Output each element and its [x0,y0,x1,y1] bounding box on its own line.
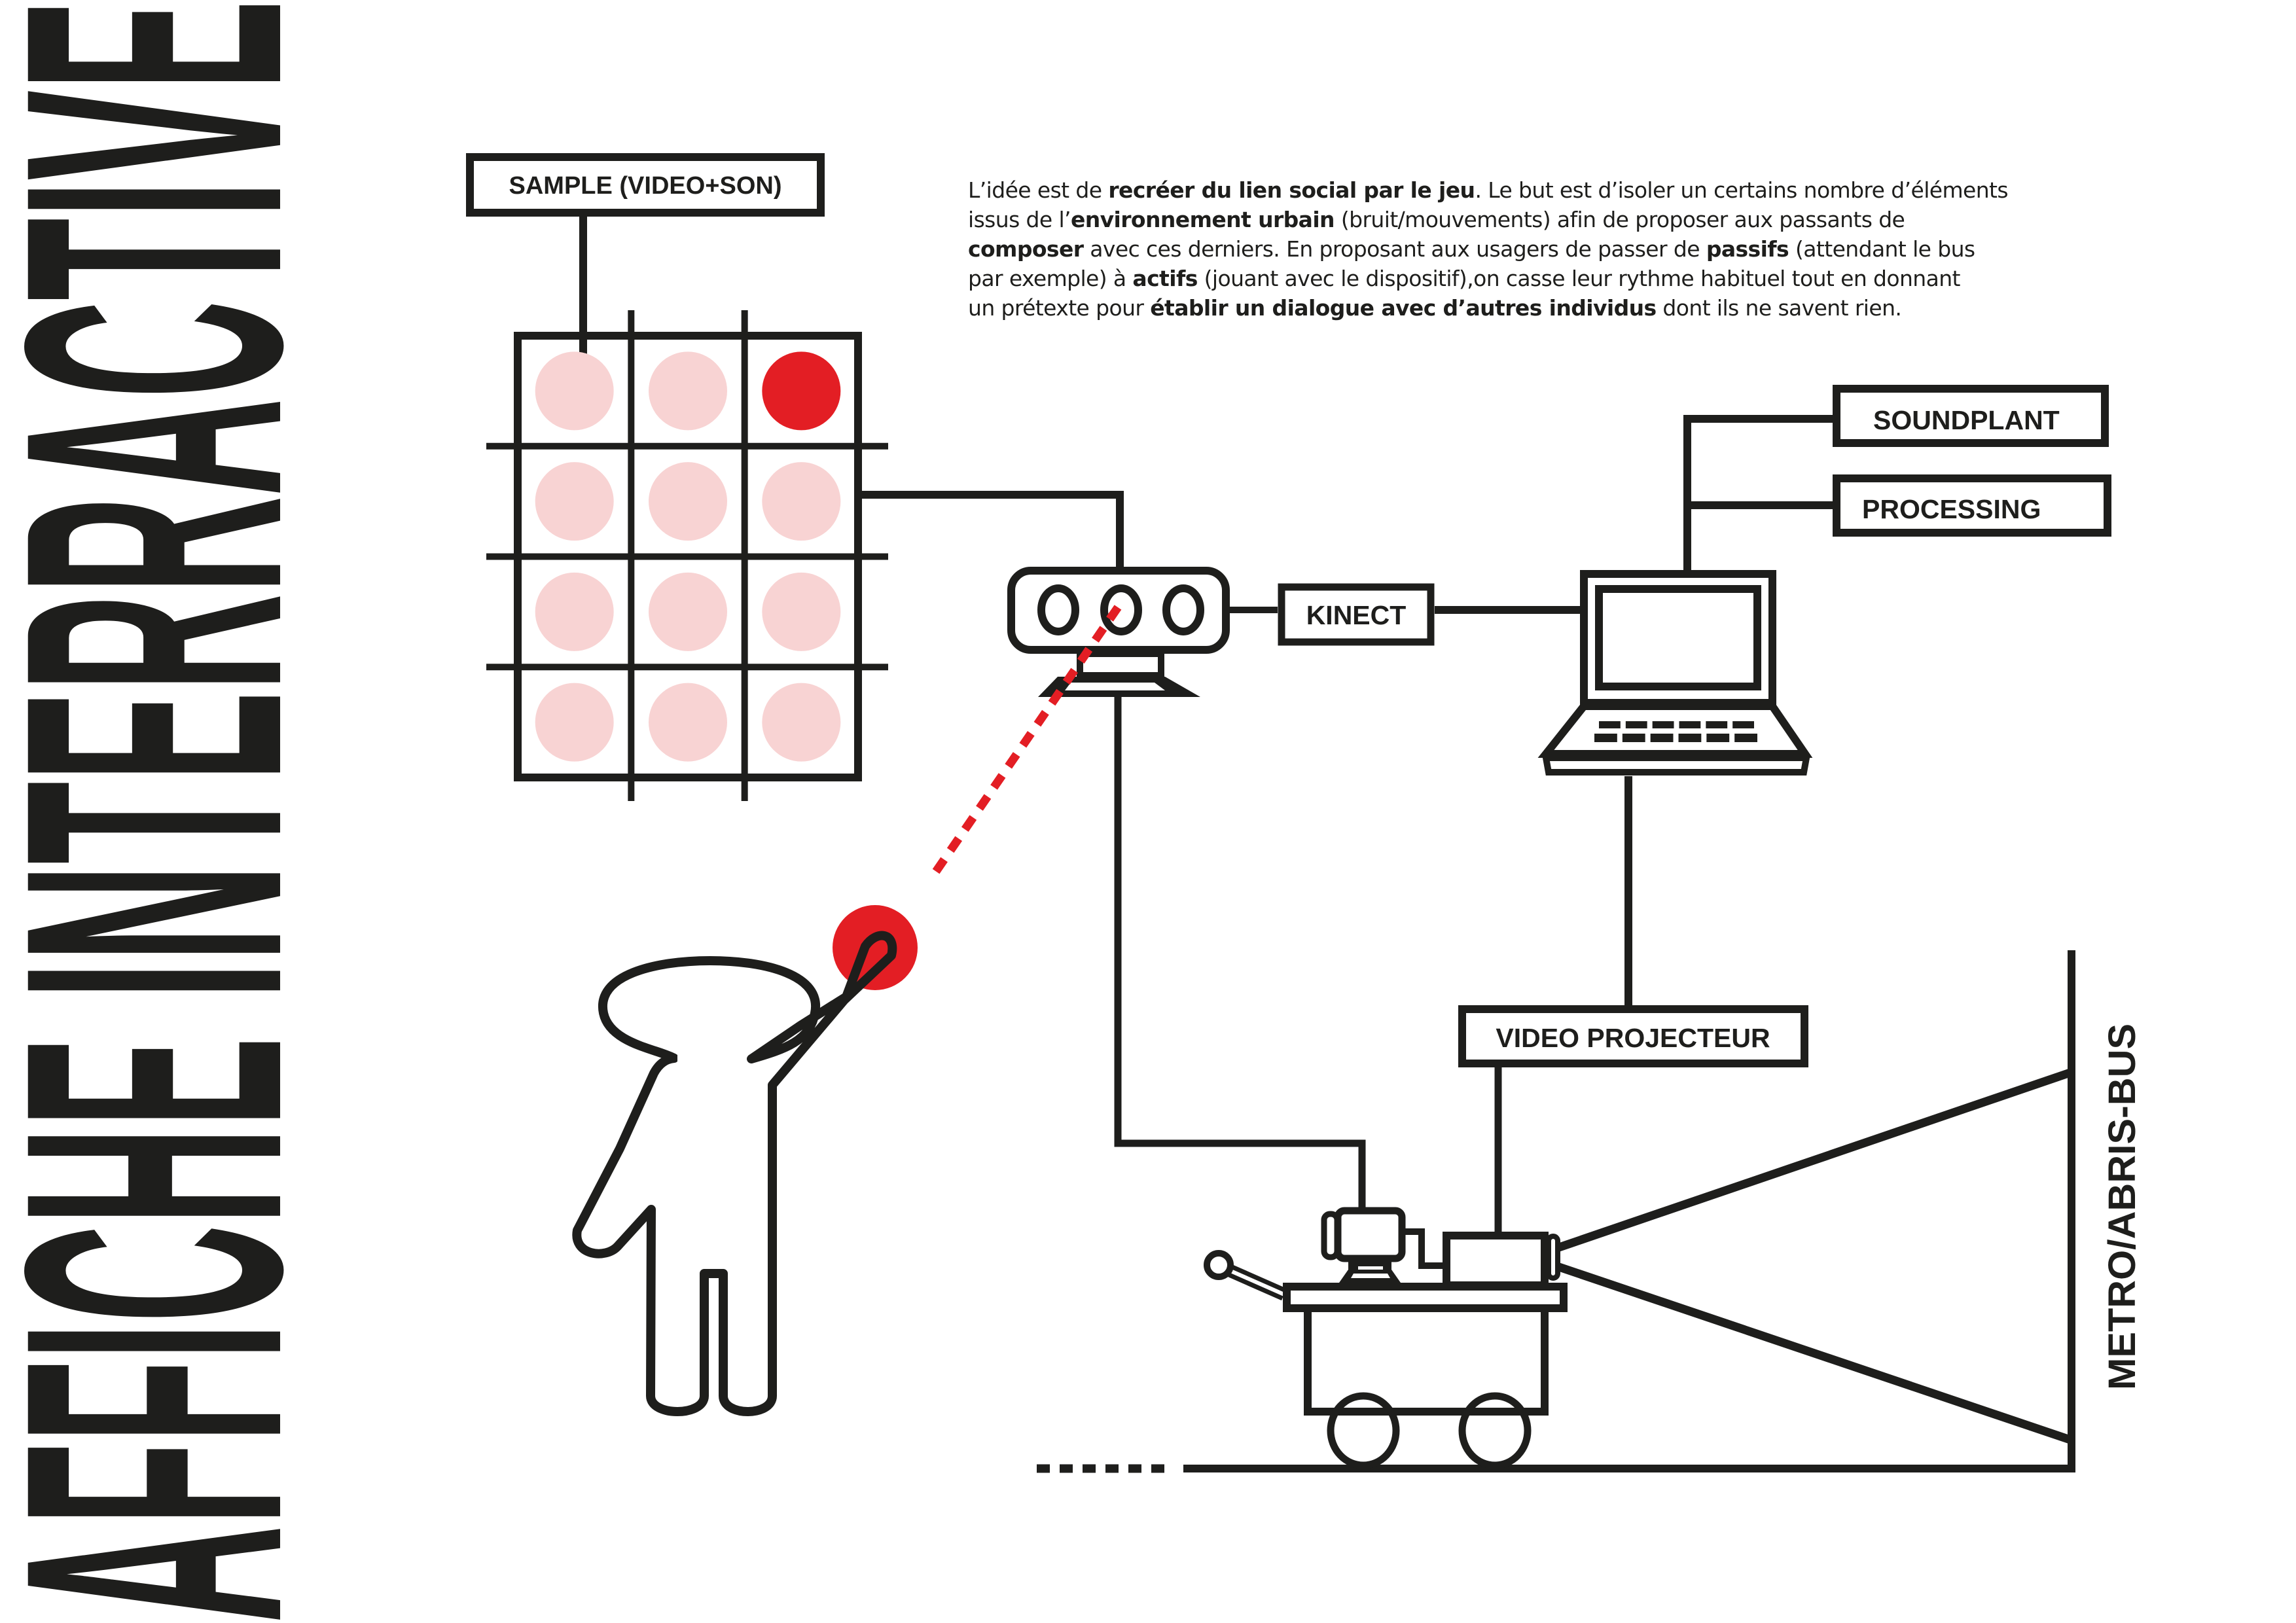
laptop-key [1599,721,1621,728]
grid-kinect-connector [858,491,1124,567]
description-text: (attendant le bus [1789,236,1975,262]
video-projecteur-label: VIDEO PROJECTEUR [1496,1023,1770,1053]
laptop-key [1706,721,1728,728]
person-icon [572,931,897,1416]
sample-pad [535,572,614,651]
processing-label-box: PROCESSING [1833,474,2111,537]
description-paragraph: L’idée est de recréer du lien social par… [968,175,2081,323]
sample-pad [535,683,614,762]
sample-pad [535,462,614,541]
description-line: composer avec ces derniers. En proposant… [968,234,2081,264]
laptop-key [1678,734,1702,742]
description-text: avec ces derniers. En proposant aux usag… [1083,236,1706,262]
laptop-keyboard [1594,721,1757,742]
cart-handle-knob [1204,1250,1234,1280]
touch-target [833,905,918,990]
description-emphasis: recréer du lien social par le jeu [1108,177,1475,203]
laptop-key [1594,734,1617,742]
laptop-key [1679,721,1701,728]
sample-pad [762,683,841,762]
soundplant-label-box: SOUNDPLANT [1833,385,2109,447]
laptop-key [1625,721,1647,728]
camera-body [1334,1207,1406,1262]
sample-pad [535,351,614,431]
kinect-sensor-icon [1007,567,1230,697]
sample-label: SAMPLE (VIDEO+SON) [509,172,782,200]
sample-pad [649,572,727,651]
description-emphasis: passifs [1706,236,1789,262]
soundplant-label: SOUNDPLANT [1873,405,2060,435]
cart-wheel [1458,1392,1532,1469]
laptop-key [1652,721,1674,728]
sample-pad-active [762,351,841,431]
sample-pad [762,572,841,651]
description-line: par exemple) à actifs (jouant avec le di… [968,264,2081,293]
sample-pad [649,683,727,762]
description-emphasis: actifs [1132,266,1198,291]
poster-title-text: AFFICHE INTERRACTIVE [0,0,358,1623]
kinect-camera-connector [1114,697,1366,1208]
laptop-key [1650,734,1674,742]
laptop-key [1734,734,1757,742]
description-line: L’idée est de recréer du lien social par… [968,175,2081,205]
kinect-label-box: KINECT [1278,583,1435,646]
sample-label-box: SAMPLE (VIDEO+SON) [466,153,825,217]
sample-grid [486,310,888,801]
description-emphasis: établir un dialogue avec d’autres indivi… [1150,295,1657,321]
poster-title: AFFICHE INTERRACTIVE [0,0,358,1623]
description-line: un prétexte pour établir un dialogue ave… [968,293,2081,323]
description-text: un prétexte pour [968,295,1151,321]
laptop-key [1732,721,1754,728]
kinect-label: KINECT [1306,600,1407,630]
description-emphasis: environnement urbain [1070,207,1335,232]
sample-pad [649,351,727,431]
description-text: issus de l’ [968,207,1071,232]
description-text: (bruit/mouvements) afin de proposer aux … [1334,207,1905,232]
video-projecteur-label-box: VIDEO PROJECTEUR [1458,1005,1808,1067]
sample-pad [649,462,727,541]
description-text: L’idée est de [968,177,1109,203]
detection-beam [929,605,1122,879]
projection-beam-top [1557,1067,2074,1252]
description-text: par exemple) à [968,266,1133,291]
cart-plate [1283,1283,1568,1312]
cart-icon [1204,1207,1568,1469]
location-label-group: METRO/ABRIS-BUS [2101,1024,2144,1390]
cart-wheel [1327,1392,1400,1469]
description-emphasis: composer [968,236,1084,262]
laptop-key [1622,734,1645,742]
sample-pad [762,462,841,541]
processing-label: PROCESSING [1862,494,2041,524]
description-text: . Le but est d’isoler un certains nombre… [1475,177,2008,203]
projection-beam-bottom [1557,1262,2074,1445]
description-line: issus de l’environnement urbain (bruit/m… [968,205,2081,234]
description-text: (jouant avec le dispositif),on casse leu… [1197,266,1961,291]
projector-body [1443,1232,1549,1289]
soundplant-connector [1683,415,1833,570]
laptop-key [1706,734,1730,742]
laptop-icon [1537,570,1813,776]
location-label: METRO/ABRIS-BUS [2101,1024,2144,1390]
description-text: dont ils ne savent rien. [1656,295,1902,321]
